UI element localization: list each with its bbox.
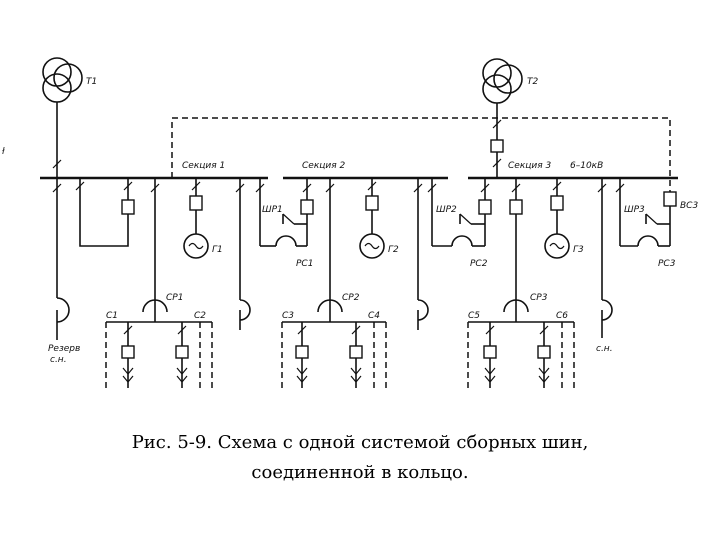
generator-g3-branch	[550, 178, 564, 234]
sectional-reactor-rs1	[255, 178, 314, 247]
label-c6: С6	[556, 311, 568, 321]
sectional-reactor-rs3	[615, 178, 677, 247]
group-reactor-sr2	[281, 299, 387, 388]
transformer-t1	[42, 57, 83, 178]
label-reserve-2: с.н.	[50, 355, 67, 365]
label-voltage: 6–10кВ	[570, 161, 603, 171]
label-reserve-1: Резерв	[48, 344, 80, 354]
label-sr1: СР1	[166, 293, 183, 303]
sectional-reactor-rs2	[427, 178, 492, 247]
label-section-1: Секция 1	[182, 161, 225, 171]
reserve-own-needs-feeder	[52, 178, 70, 340]
feeder-section1-right	[235, 178, 251, 330]
label-shr1: ШР1	[262, 205, 283, 215]
generator-g2-branch	[365, 178, 379, 234]
left-u-connection	[79, 178, 129, 247]
ring-link-dashed	[171, 117, 671, 192]
group-reactor-sr3	[467, 299, 575, 388]
label-c4: С4	[368, 311, 380, 321]
own-needs-feeder	[597, 178, 613, 338]
transformer-t2	[482, 58, 523, 178]
figure-caption: Рис. 5-9. Схема с одной системой сборных…	[0, 428, 720, 488]
label-c1: С1	[106, 311, 118, 321]
group-reactor-sr1	[105, 299, 213, 388]
caption-line-1: Рис. 5-9. Схема с одной системой сборных…	[131, 432, 589, 453]
label-g1: Г1	[212, 245, 223, 255]
label-vs3: ВС3	[680, 201, 698, 211]
label-rs2: РС2	[470, 259, 488, 269]
label-sr3: СР3	[530, 293, 548, 303]
caption-line-2: соединенной в кольцо.	[251, 462, 469, 483]
label-rs3: РС3	[658, 259, 676, 269]
label-section-3: Секция 3	[508, 161, 552, 171]
label-own-needs: с.н.	[596, 344, 613, 354]
label-g3: Г3	[573, 245, 584, 255]
label-section-2: Секция 2	[302, 161, 346, 171]
edge-mark: ł	[2, 147, 5, 157]
label-rs1: РС1	[296, 259, 313, 269]
generator-g2-symbol	[359, 233, 385, 259]
label-sr2: СР2	[342, 293, 360, 303]
label-c3: С3	[282, 311, 294, 321]
label-t2: Т2	[527, 77, 538, 87]
feeder-section2-right	[413, 178, 429, 330]
label-g2: Г2	[388, 245, 399, 255]
label-t1: Т1	[86, 77, 97, 87]
label-shr2: ШР2	[436, 205, 457, 215]
generator-g3-symbol	[544, 233, 570, 259]
generator-g1-branch	[189, 178, 203, 234]
bus-ring-schematic: ł Т1 Т2 Секция 1 Секция 2 Секция 3 6–10к…	[2, 57, 698, 388]
label-shr3: ШР3	[624, 205, 645, 215]
generator-g1-symbol	[183, 233, 209, 259]
label-c2: С2	[194, 311, 206, 321]
label-c5: С5	[468, 311, 480, 321]
